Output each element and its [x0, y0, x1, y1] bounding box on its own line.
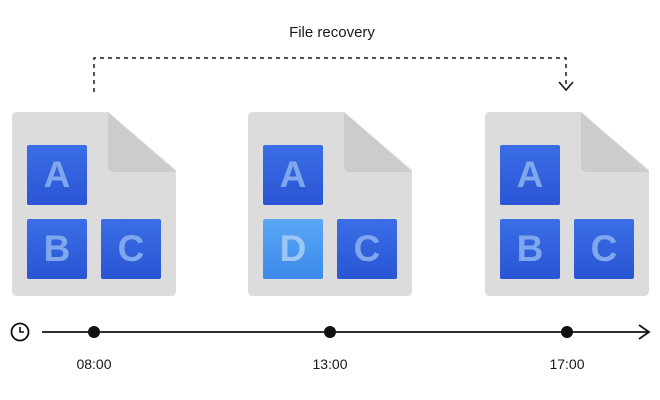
clock-icon	[10, 322, 30, 342]
time-label-0800: 08:00	[76, 356, 112, 372]
time-label-1700: 17:00	[549, 356, 585, 372]
data-block: A	[263, 145, 323, 205]
data-block: C	[337, 219, 397, 279]
file-snapshot-1700: A B C	[485, 112, 649, 296]
timeline-point-1700	[561, 326, 573, 338]
file-snapshot-1300: A D C	[248, 112, 412, 296]
data-block: A	[500, 145, 560, 205]
file-snapshot-0800: A B C	[12, 112, 176, 296]
data-block-changed: D	[263, 219, 323, 279]
timeline-arrowhead	[638, 324, 651, 340]
data-block: C	[101, 219, 161, 279]
time-label-1300: 13:00	[312, 356, 348, 372]
diagram-title: File recovery	[289, 24, 375, 41]
data-block: B	[27, 219, 87, 279]
timeline-point-0800	[88, 326, 100, 338]
data-block: A	[27, 145, 87, 205]
data-block: B	[500, 219, 560, 279]
data-block: C	[574, 219, 634, 279]
timeline-point-1300	[324, 326, 336, 338]
